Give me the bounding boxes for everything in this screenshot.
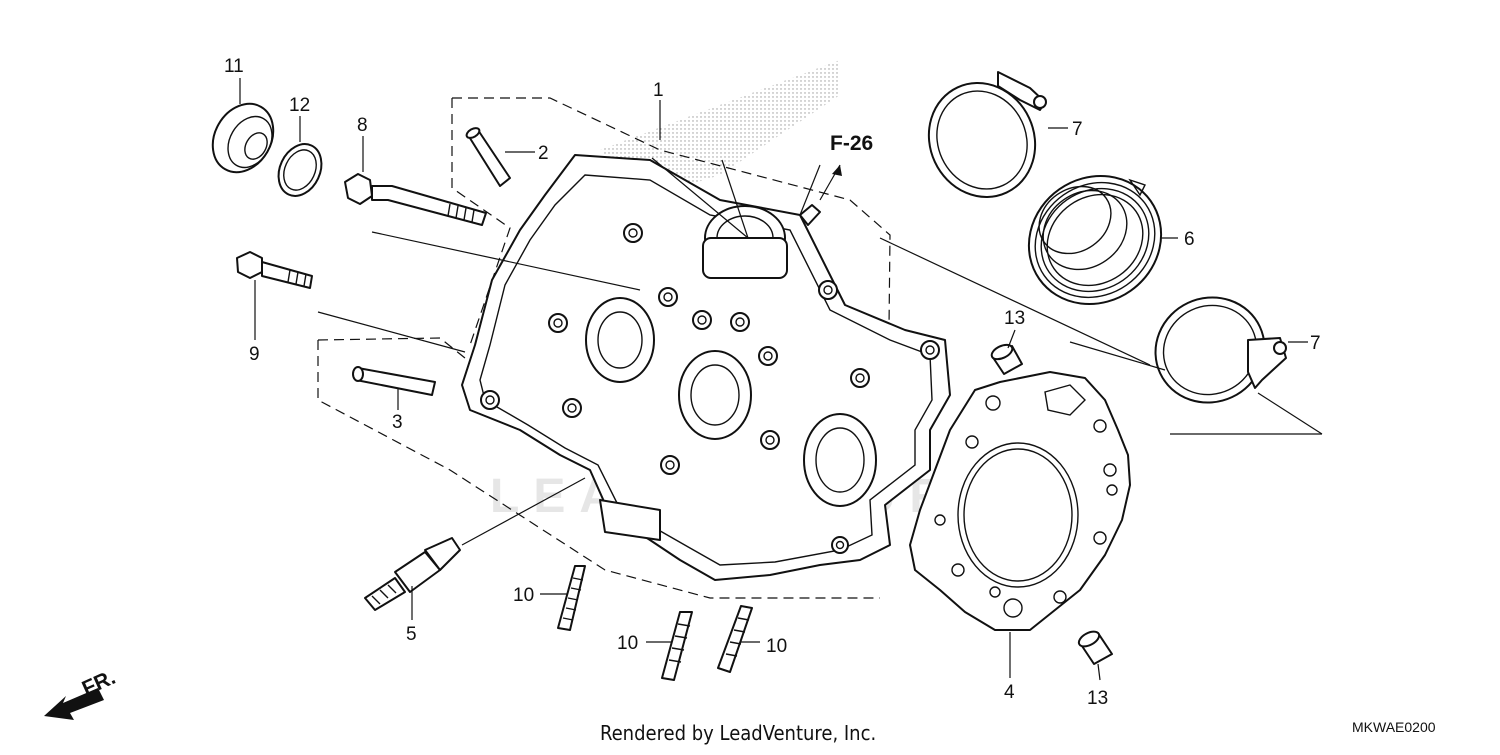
callout-9: 9 <box>249 344 260 365</box>
stud-bolt-b <box>661 611 693 681</box>
callout-10-a: 10 <box>513 585 534 606</box>
long-bolt <box>344 173 487 226</box>
head-gasket <box>909 371 1131 631</box>
footer-credit: Rendered by LeadVenture, Inc. <box>600 721 876 745</box>
callout-4: 4 <box>1004 682 1015 703</box>
assembly-outline-lower <box>317 340 880 599</box>
callout-1: 1 <box>653 80 664 101</box>
callout-7-upper: 7 <box>1072 119 1083 140</box>
dowel-pin-lower <box>352 366 436 396</box>
leader-lines <box>239 78 1323 681</box>
stud-bolt-c <box>717 605 753 673</box>
callout-3: 3 <box>392 412 403 433</box>
o-ring <box>277 143 323 197</box>
callout-2: 2 <box>538 143 549 164</box>
direction-label: FR. <box>79 666 119 701</box>
flange-bolt <box>236 251 313 289</box>
callout-11: 11 <box>224 56 244 77</box>
assembly-outline-upper <box>452 97 891 421</box>
hose-band-upper <box>927 71 1047 198</box>
arrow-down-left-icon <box>44 688 104 720</box>
dowel-pin-upper <box>465 127 511 187</box>
callout-5: 5 <box>406 624 417 645</box>
callout-10-b: 10 <box>617 633 638 654</box>
cylinder-head <box>461 154 951 581</box>
callout-13-lower: 13 <box>1087 688 1108 709</box>
callout-13-upper: 13 <box>1004 308 1025 329</box>
callout-12: 12 <box>289 95 310 116</box>
dowel-pin-13-lower <box>1077 630 1113 665</box>
dowel-pin-13-upper <box>990 343 1023 375</box>
callout-6: 6 <box>1184 229 1195 250</box>
reference-label: F-26 <box>830 132 873 155</box>
intake-insulator <box>1027 174 1163 306</box>
assembly-outline-mid <box>317 337 466 359</box>
callout-7-lower: 7 <box>1310 333 1321 354</box>
diagram-code: MKWAE0200 <box>1352 719 1436 735</box>
reference-arrow <box>819 164 842 201</box>
callout-10-c: 10 <box>766 636 787 657</box>
spark-plug <box>364 537 461 611</box>
stud-bolt-a <box>557 565 586 631</box>
callout-8: 8 <box>357 115 368 136</box>
sealing-cap <box>211 102 275 174</box>
hose-band-lower <box>1154 296 1287 404</box>
